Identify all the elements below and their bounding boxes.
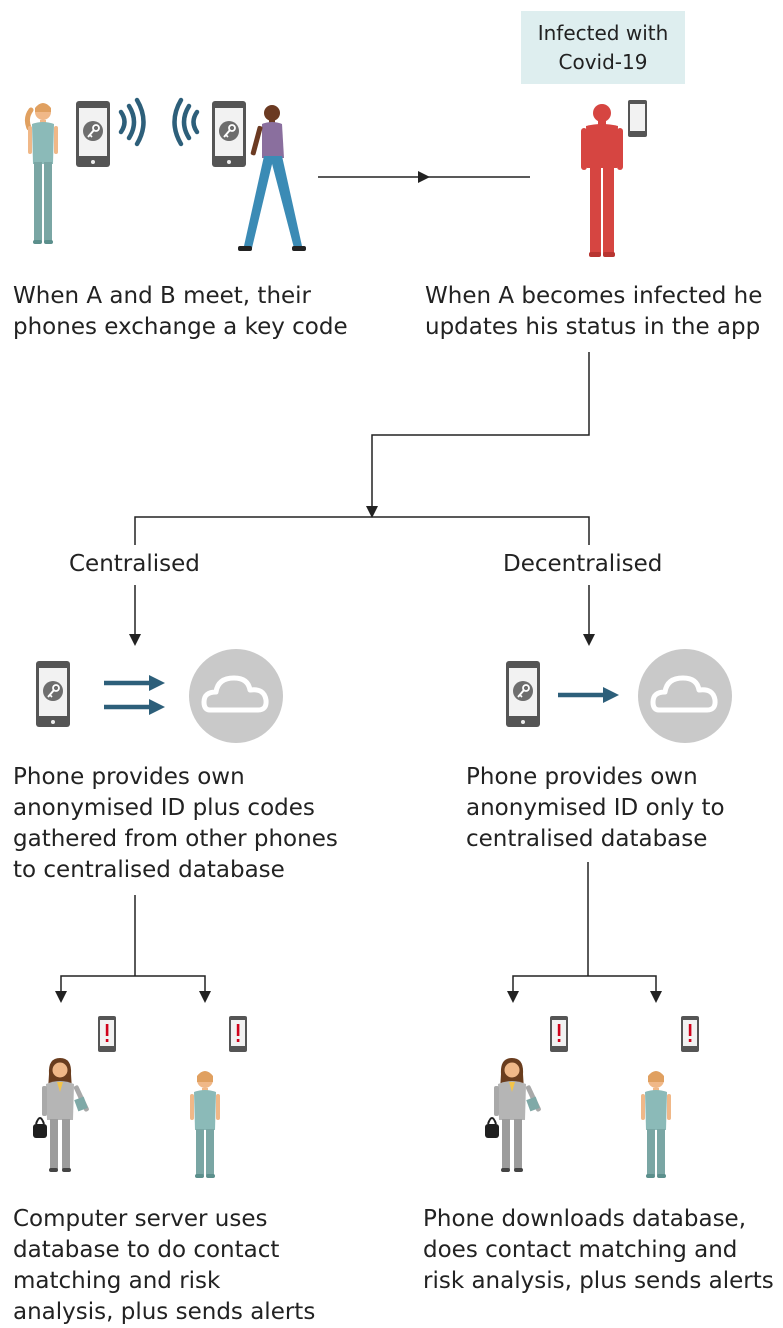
arrow-icon [583, 634, 595, 646]
caption-decentralised-step: Phone provides own anonymised ID only to… [466, 764, 725, 852]
cloud-icon [638, 649, 732, 743]
caption-centralised-result: Computer server uses database to do cont… [13, 1206, 316, 1325]
infected-person-icon [581, 104, 623, 257]
business-woman-icon [484, 1057, 543, 1173]
connector-lines [134, 352, 590, 640]
double-arrow-icon [104, 675, 165, 715]
alert-phone-icon [98, 1016, 116, 1052]
arrow-icon [199, 991, 211, 1003]
arrow-icon [55, 991, 67, 1003]
phone-key-icon [211, 100, 247, 168]
arrow-icon [507, 991, 519, 1003]
single-arrow-icon [558, 687, 619, 703]
person-b-icon [238, 105, 306, 251]
business-woman-icon [32, 1057, 91, 1173]
arrow-icon [129, 634, 141, 646]
arrow-icon [366, 506, 378, 518]
phone-key-icon [505, 660, 541, 728]
caption-meet: When A and B meet, their phones exchange… [13, 283, 348, 340]
caption-decentralised-result: Phone downloads database, does contact m… [423, 1206, 774, 1294]
infected-status-text: Infected with Covid-19 [537, 20, 669, 74]
person-a-icon [24, 103, 58, 244]
cloud-icon [189, 649, 283, 743]
alert-phone-icon [550, 1016, 568, 1052]
wifi-signal-icon [118, 97, 146, 147]
caption-infected: When A becomes infected he updates his s… [425, 283, 763, 340]
casual-woman-icon [641, 1071, 671, 1178]
phone-icon [628, 100, 647, 137]
connector-lines [60, 862, 657, 995]
infected-status-box: Infected with Covid-19 [521, 11, 685, 84]
wifi-signal-icon [172, 97, 200, 147]
casual-woman-icon [190, 1071, 220, 1178]
label-centralised: Centralised [69, 551, 200, 577]
arrow-icon [418, 171, 430, 183]
phone-key-icon [35, 660, 71, 728]
alert-phone-icon [229, 1016, 247, 1052]
arrow-icon [650, 991, 662, 1003]
alert-phone-icon [681, 1016, 699, 1052]
phone-key-icon [75, 100, 111, 168]
caption-centralised-step: Phone provides own anonymised ID plus co… [13, 764, 338, 883]
label-decentralised: Decentralised [503, 551, 663, 577]
